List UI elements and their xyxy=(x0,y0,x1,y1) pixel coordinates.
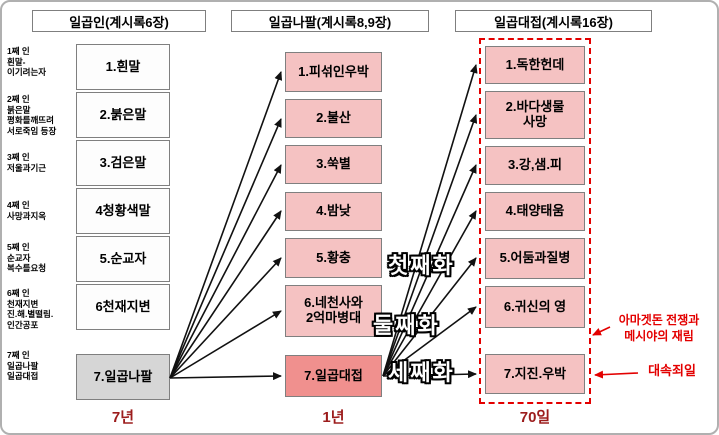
second-woe-label: 둘째화 xyxy=(373,313,440,338)
trumpet-box-5: 5.황충 xyxy=(285,238,382,278)
trumpet-box-2: 2.불산 xyxy=(285,99,382,138)
armageddon-annotation: 아마겟돈 전쟁과 메시야의 재림 xyxy=(618,313,700,344)
bowl-box-6: 6.귀신의 영 xyxy=(485,286,585,328)
bowl-box-7: 7.지진.우박 xyxy=(485,354,585,394)
seal-note-4: 4째 인 사망과지옥 xyxy=(7,200,47,221)
first-woe-label: 첫째화 xyxy=(388,253,455,278)
seal-note-1: 1째 인 흰말- 이기려는자 xyxy=(7,46,47,78)
bowl-box-3: 3.강,샘.피 xyxy=(485,146,585,185)
seal-box-5: 5.순교자 xyxy=(76,236,170,282)
trumpets-header: 일곱나팔(계시록8,9장) xyxy=(231,10,429,32)
trumpet-box-6: 6.네천사와 2억마병대 xyxy=(285,285,382,337)
seal-box-6: 6천재지변 xyxy=(76,284,170,330)
trumpet-box-4: 4.밤낮 xyxy=(285,192,382,231)
trumpet-box-1: 1.피섞인우박 xyxy=(285,52,382,92)
seal-box-2: 2.붉은말 xyxy=(76,92,170,138)
third-woe-label: 세째화 xyxy=(388,360,455,385)
seal-note-7: 7째 인 일곱나팔 일곱대접 xyxy=(7,350,39,382)
seals-header: 일곱인(계시록6장) xyxy=(32,10,206,32)
seal-note-6: 6째 인 천재지변 진.해.별떨림. 인간공포 xyxy=(7,288,54,330)
trumpet-box-7: 7.일곱대접 xyxy=(285,355,382,397)
trumpet-box-3: 3.쑥별 xyxy=(285,145,382,184)
bowl-box-1: 1.독한헌데 xyxy=(485,46,585,84)
bowl-box-4: 4.태양태움 xyxy=(485,192,585,231)
seals-duration: 7년 xyxy=(111,409,135,426)
seal-note-2: 2째 인 붉은말 평화를깨뜨려 서로죽임 등장 xyxy=(7,94,57,136)
seal-box-3: 3.검은말 xyxy=(76,140,170,186)
atonement-annotation: 대속죄일 xyxy=(648,363,696,378)
bowl-box-2: 2.바다생물 사망 xyxy=(485,91,585,139)
seal-note-5: 5째 인 순교자 복수를요청 xyxy=(7,242,47,274)
seal-note-3: 3째 인 저울과기근 xyxy=(7,152,47,173)
bowl-box-5: 5.어둠과질병 xyxy=(485,238,585,279)
bowls-header: 일곱대접(계시록16장) xyxy=(455,10,652,32)
seal-box-7: 7.일곱나팔 xyxy=(76,354,170,400)
seal-box-1: 1.흰말 xyxy=(76,44,170,90)
bowls-duration: 70일 xyxy=(519,409,551,426)
seal-to-trumpet-arrows xyxy=(169,71,283,381)
bowls-dashed-frame xyxy=(479,38,591,404)
trumpets-duration: 1년 xyxy=(322,409,345,426)
seal-box-4: 4청황색말 xyxy=(76,188,170,234)
